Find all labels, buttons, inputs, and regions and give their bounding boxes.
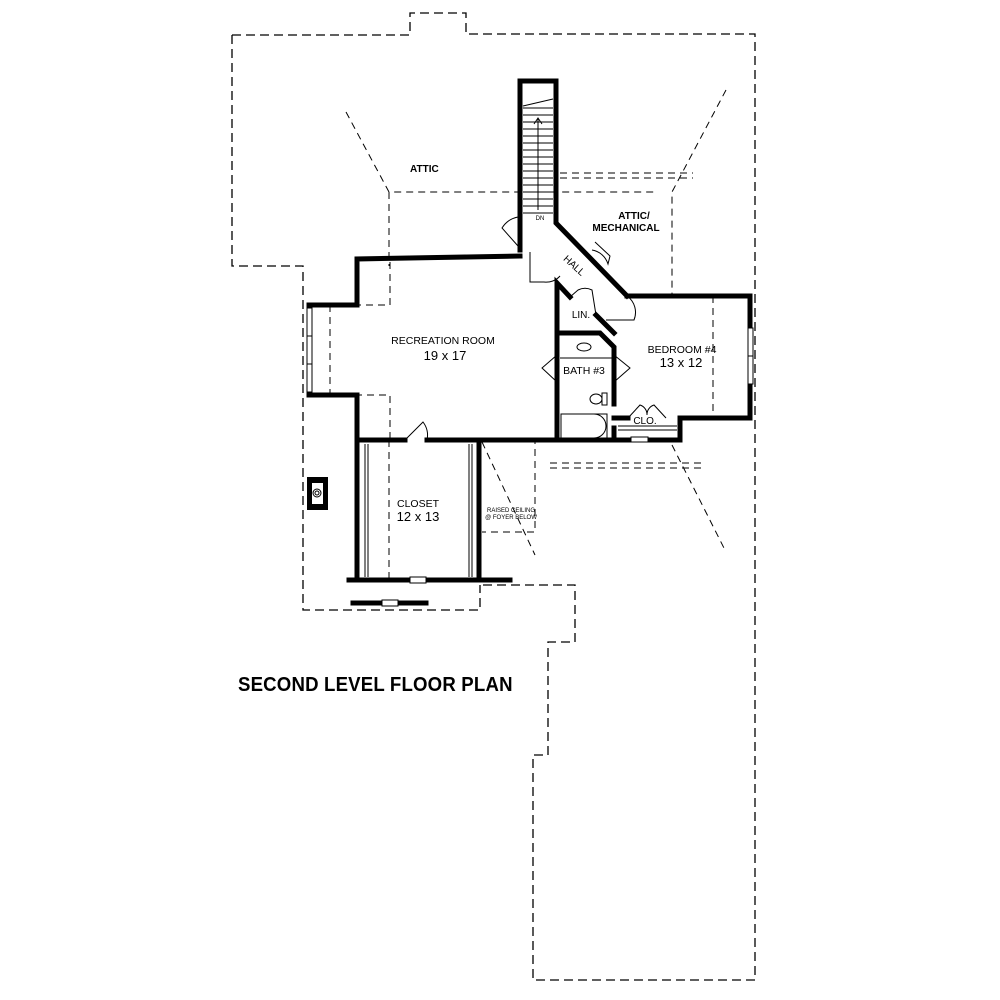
label-linen: LIN. [572,310,590,321]
door-linen [569,287,597,316]
label-clo: CLO. [633,416,656,427]
closet-shelves [364,425,677,577]
label-attic: ATTIC [410,164,439,175]
attic-hip-lines [345,89,727,553]
label-attic-mechanical-2: MECHANICAL [592,223,659,234]
windows [306,307,754,607]
label-bath-3: BATH #3 [563,365,605,377]
room-labels: ATTIC ATTIC/ MECHANICAL RECREATION ROOM … [391,164,716,524]
plan-title: SECOND LEVEL FLOOR PLAN [238,674,513,696]
window-recreation-west [306,307,313,393]
door-closet [404,421,428,441]
label-closet-dims: 12 x 13 [397,509,440,524]
window-clo [630,436,649,443]
label-attic-mechanical-1: ATTIC/ [618,211,650,222]
toilet-icon [589,393,603,405]
label-closet: CLOSET [397,498,440,510]
ceiling-lines [329,262,714,580]
window-balcony [381,599,399,607]
chimney [307,477,328,510]
label-raised-ceiling-1: RAISED CEILING [487,508,535,514]
stairs [522,98,554,214]
roof-outline [231,12,756,981]
door-clo [627,404,667,419]
door-attic [501,216,519,247]
window-closet-south [409,576,427,584]
door-attic-mechanical [591,241,611,266]
walls [306,78,753,606]
door-recreation [529,252,561,283]
label-hall: HALL [561,254,587,279]
label-bedroom-4-dims: 13 x 12 [660,355,703,370]
sink-icon [576,342,592,352]
label-recreation-room-dims: 19 x 17 [424,348,467,363]
bathtub-icon [560,413,608,439]
door-bath-west [541,354,558,383]
label-raised-ceiling-2: @ FOYER BELOW [485,515,537,521]
door-bedroom [606,295,636,321]
bath-fixtures [560,342,612,439]
doors [404,216,667,441]
label-recreation-room: RECREATION ROOM [391,335,495,347]
door-bath-east [613,354,631,383]
label-bedroom-4: BEDROOM #4 [648,344,717,356]
label-stair-dn: DN [536,216,545,222]
